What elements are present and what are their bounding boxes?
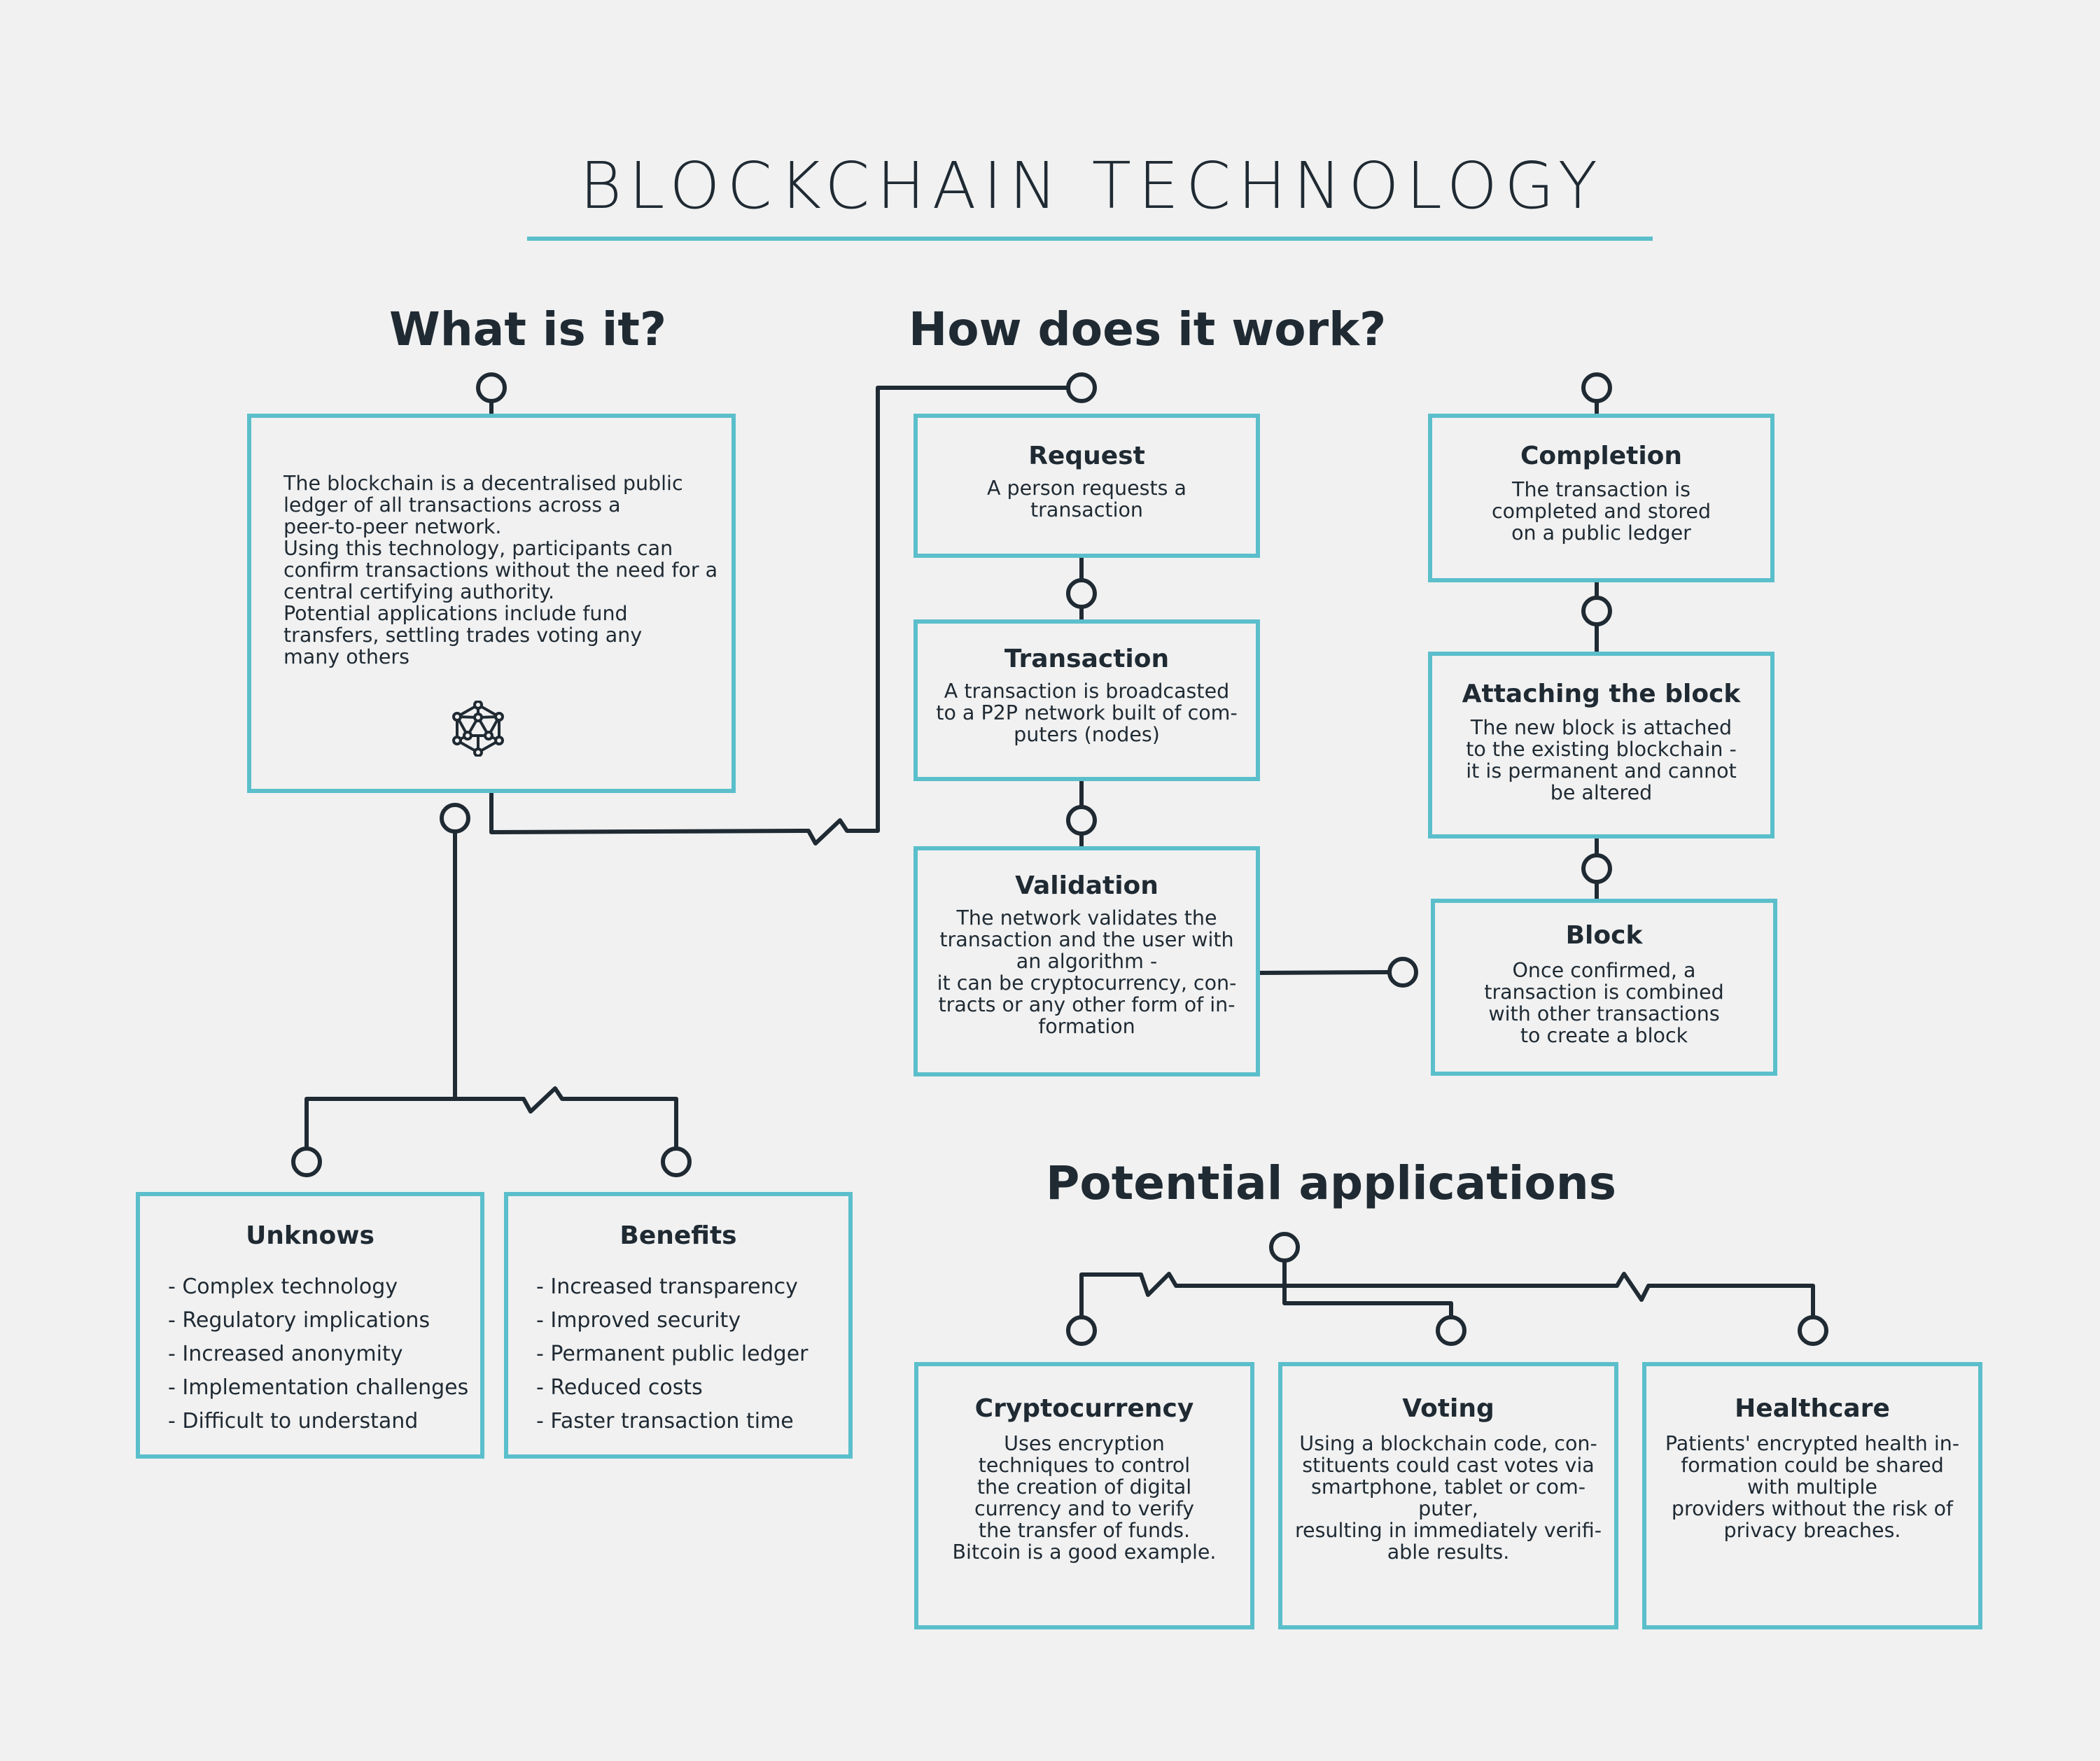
cryptocurrency-title: Cryptocurrency (974, 1394, 1194, 1423)
attaching-block-text: The new block is attached to the existin… (1466, 716, 1737, 804)
request-box: Request A person requests a transaction (913, 414, 1260, 558)
list-item: - Reduced costs (536, 1375, 703, 1400)
voting-text: Using a blockchain code, con- stituents … (1294, 1432, 1602, 1564)
connector-node (476, 372, 507, 403)
request-text: A person requests a transaction (986, 477, 1186, 521)
connector-line (489, 386, 1068, 846)
connector-node (1066, 578, 1097, 609)
unknowns-list: - Complex technology - Regulatory implic… (168, 1270, 468, 1438)
connector-line (1258, 970, 1391, 975)
benefits-list: - Increased transparency - Improved secu… (536, 1270, 808, 1438)
request-title: Request (1028, 442, 1145, 470)
connector-node (1387, 957, 1418, 988)
list-item: - Regulatory implications (168, 1308, 430, 1333)
healthcare-text: Patients' encrypted health in- formation… (1665, 1432, 1960, 1542)
connector-node (661, 1146, 692, 1177)
page-title: BLOCKCHAIN TECHNOLOGY (580, 148, 1604, 223)
healthcare-title: Healthcare (1735, 1394, 1890, 1423)
unknowns-title: Unknows (246, 1221, 374, 1250)
connector-node (1798, 1315, 1828, 1346)
what-is-it-box: The blockchain is a decentralised public… (247, 414, 736, 793)
validation-text: The network validates the transaction an… (937, 906, 1237, 1038)
attaching-block-box: Attaching the block The new block is att… (1428, 652, 1774, 839)
connector-node (1066, 1315, 1097, 1346)
connector-line (1079, 1259, 1287, 1319)
completion-box: Completion The transaction is completed … (1428, 414, 1774, 582)
completion-text: The transaction is completed and stored … (1491, 478, 1712, 545)
connector-node (1066, 372, 1097, 403)
block-text: Once confirmed, a transaction is combine… (1484, 959, 1724, 1047)
list-item: - Faster transaction time (536, 1409, 794, 1433)
validation-title: Validation (1015, 871, 1158, 900)
benefits-title: Benefits (620, 1221, 737, 1250)
list-item: - Increased transparency (536, 1275, 798, 1299)
completion-title: Completion (1520, 442, 1683, 470)
list-item: - Complex technology (168, 1275, 398, 1299)
attaching-block-title: Attaching the block (1462, 680, 1741, 708)
transaction-box: Transaction A transaction is broadcasted… (913, 619, 1260, 781)
what-is-it-heading: What is it? (389, 302, 667, 356)
cryptocurrency-text: Uses encryption techniques to control th… (952, 1432, 1217, 1564)
transaction-title: Transaction (1004, 645, 1170, 673)
list-item: - Permanent public ledger (536, 1342, 808, 1366)
connector-node (440, 803, 470, 834)
connector-node (1581, 853, 1612, 884)
connector-line (1282, 1272, 1815, 1319)
transaction-text: A transaction is broadcasted to a P2P ne… (936, 680, 1238, 746)
connector-node (291, 1146, 322, 1177)
list-item: - Increased anonymity (168, 1342, 403, 1366)
list-item: - Difficult to understand (168, 1409, 419, 1433)
benefits-box: Benefits - Increased transparency - Impr… (504, 1192, 853, 1459)
validation-box: Validation The network validates the tra… (913, 846, 1260, 1076)
unknowns-box: Unknows - Complex technology - Regulator… (136, 1192, 484, 1459)
title-underline (527, 237, 1653, 241)
list-item: - Improved security (536, 1308, 741, 1333)
network-icon (452, 701, 504, 757)
connector-node (1436, 1315, 1466, 1346)
potential-applications-heading: Potential applications (1046, 1156, 1617, 1210)
connector-node (1581, 372, 1612, 403)
how-does-it-work-heading: How does it work? (909, 302, 1387, 356)
connector-node (1581, 596, 1612, 626)
intro-text: The blockchain is a decentralised public… (284, 472, 718, 668)
block-box: Block Once confirmed, a transaction is c… (1431, 899, 1777, 1076)
voting-title: Voting (1402, 1394, 1494, 1423)
list-item: - Implementation challenges (168, 1375, 469, 1400)
connector-line (304, 1086, 678, 1150)
connector-node (1066, 805, 1097, 836)
voting-box: Voting Using a blockchain code, con- sti… (1278, 1362, 1618, 1629)
healthcare-box: Healthcare Patients' encrypted health in… (1642, 1362, 1982, 1629)
connector-line (1282, 1284, 1453, 1319)
block-title: Block (1565, 921, 1643, 950)
connector-node (1269, 1232, 1300, 1263)
cryptocurrency-box: Cryptocurrency Uses encryption technique… (914, 1362, 1254, 1629)
